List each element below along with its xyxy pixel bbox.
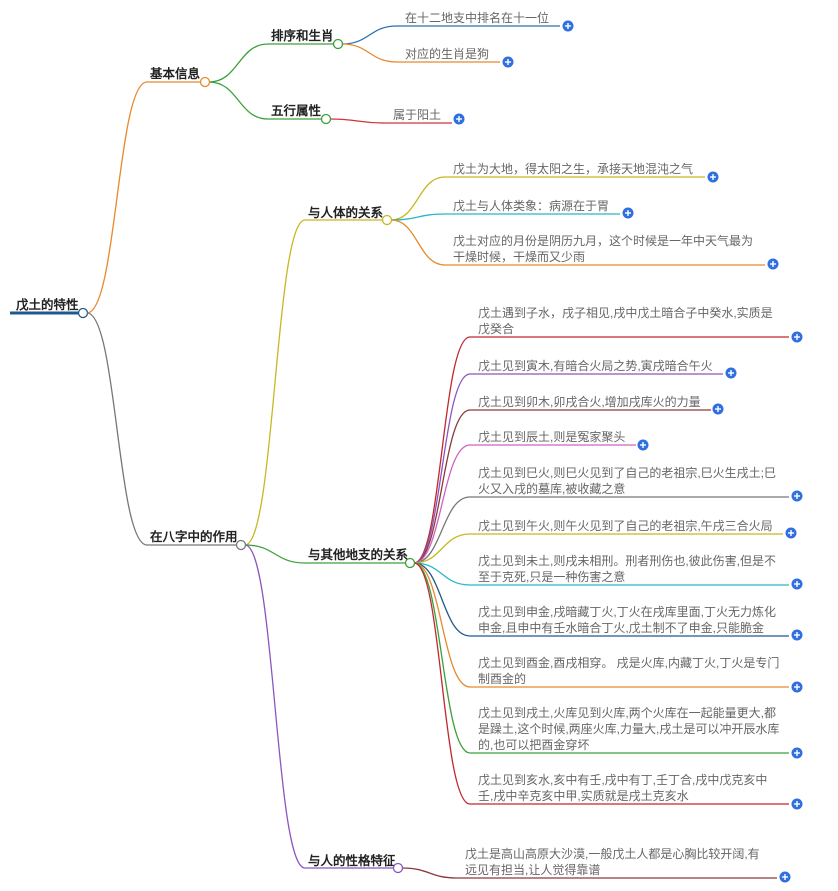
leaf-text-line: 戊土是高山高原大沙漠,一般戊土人都是心胸比较开阔,有 bbox=[465, 846, 760, 861]
expand-plus-icon[interactable] bbox=[791, 629, 803, 641]
leaf-text-line: 干燥时候，干燥而又少雨 bbox=[453, 250, 585, 264]
expand-plus-icon[interactable] bbox=[791, 747, 803, 759]
leaf-text-line: 戊土见到寅木,有暗合火局之势,寅戌暗合午火 bbox=[478, 358, 713, 373]
branch-topic-1: 基本信息 bbox=[149, 66, 201, 81]
leaf-connector bbox=[329, 118, 386, 124]
subtopic-2-3: 与人的性格特征 bbox=[308, 853, 396, 868]
expand-plus-icon[interactable] bbox=[791, 798, 803, 810]
leaf-text-line: 属于阳土 bbox=[393, 108, 441, 122]
subtopic-collapse-toggle[interactable] bbox=[381, 214, 393, 226]
expand-plus-icon[interactable] bbox=[453, 113, 465, 125]
leaf-text-line: 戊土见到戌土,火库见到火库,两个火库在一起能量更大,都 bbox=[478, 705, 776, 720]
leaf-connector bbox=[413, 409, 471, 564]
subtopic-connector bbox=[244, 544, 306, 564]
subtopic-collapse-toggle[interactable] bbox=[404, 557, 416, 569]
leaf-text-line: 的,也可以把酉金穿坏 bbox=[478, 737, 589, 752]
branch-collapse-toggle[interactable] bbox=[235, 539, 247, 551]
leaf-text-line: 制酉金的 bbox=[478, 671, 526, 686]
expand-plus-icon[interactable] bbox=[562, 20, 574, 32]
leaf-text-line: 戊土见到未土,则戌未相刑。刑者刑伤也,彼此伤害,但是不 bbox=[478, 553, 776, 568]
leaf-text-line: 是躁土,这个时候,两座火库,力量大,戌土是可以冲开辰水库 bbox=[478, 721, 779, 736]
subtopic-2-2: 与其他地支的关系 bbox=[308, 547, 409, 562]
subtopic-1-2: 五行属性 bbox=[271, 103, 322, 118]
leaf-connector bbox=[390, 219, 446, 266]
leaf-connector bbox=[413, 336, 471, 564]
leaf-text-line: 戊土见到申金,戌暗藏丁火,丁火在戌库里面,丁火无力炼化 bbox=[478, 604, 776, 619]
leaf-text-line: 远见有担当,让人觉得靠谱 bbox=[465, 862, 600, 877]
leaf-connector bbox=[341, 43, 398, 63]
root-collapse-toggle[interactable] bbox=[77, 307, 89, 319]
leaf-text-line: 戊土见到亥水,亥中有壬,戌中有丁,壬丁合,戌中戊克亥中 bbox=[478, 772, 767, 787]
expand-plus-icon[interactable] bbox=[707, 171, 719, 183]
leaf-text-line: 在十二地支中排名在十一位 bbox=[405, 10, 549, 25]
leaf-connector bbox=[413, 373, 471, 564]
branch-connector bbox=[86, 81, 148, 314]
leaf-text-line: 对应的生肖是狗 bbox=[405, 46, 489, 61]
expand-plus-icon[interactable] bbox=[779, 871, 791, 883]
expand-plus-icon[interactable] bbox=[622, 207, 634, 219]
subtopic-1-1: 排序和生肖 bbox=[271, 28, 334, 43]
leaf-text-line: 戊土为大地，得太阳之生，承接天地混沌之气 bbox=[453, 161, 693, 176]
subtopic-collapse-toggle[interactable] bbox=[332, 38, 344, 50]
expand-plus-icon[interactable] bbox=[785, 527, 797, 539]
leaf-text-line: 申金,且申中有壬水暗合丁火,戊土制不了申金,只能脆金 bbox=[478, 620, 764, 635]
leaf-connector bbox=[341, 25, 398, 45]
expand-plus-icon[interactable] bbox=[791, 578, 803, 590]
leaf-connector bbox=[413, 562, 471, 805]
subtopic-collapse-toggle[interactable] bbox=[320, 113, 332, 125]
expand-plus-icon[interactable] bbox=[767, 258, 779, 270]
expand-plus-icon[interactable] bbox=[791, 331, 803, 343]
expand-plus-icon[interactable] bbox=[502, 56, 514, 68]
leaf-connector bbox=[413, 533, 471, 564]
leaf-connector bbox=[413, 562, 471, 754]
subtopic-connector bbox=[244, 219, 306, 546]
subtopic-connector bbox=[208, 81, 269, 120]
expand-plus-icon[interactable] bbox=[725, 367, 737, 379]
leaf-text-line: 戊土见到卯木,卯戌合火,增加戌库火的力量 bbox=[478, 394, 701, 409]
expand-plus-icon[interactable] bbox=[791, 681, 803, 693]
leaf-connector bbox=[413, 496, 471, 564]
leaf-connector bbox=[413, 562, 471, 586]
leaf-text-line: 戊癸合 bbox=[478, 321, 514, 336]
subtopic-collapse-toggle[interactable] bbox=[392, 862, 404, 874]
subtopic-2-1: 与人体的关系 bbox=[308, 205, 384, 220]
subtopic-connector bbox=[244, 544, 306, 869]
expand-plus-icon[interactable] bbox=[791, 490, 803, 502]
leaf-text-line: 火又入戌的墓库,被收藏之意 bbox=[478, 481, 625, 496]
branch-collapse-toggle[interactable] bbox=[199, 76, 211, 88]
leaf-text-line: 戊土与人体类象：病源在于胃 bbox=[453, 198, 609, 213]
leaf-text-line: 戊土见到巳火,则巳火见到了自己的老祖宗,巳火生戌土;巳 bbox=[478, 465, 776, 480]
leaf-text-line: 戊土见到午火,则午火见到了自己的老祖宗,午戌三合火局 bbox=[478, 518, 773, 533]
leaf-connector bbox=[390, 176, 446, 221]
expand-plus-icon[interactable] bbox=[637, 439, 649, 451]
leaf-text-line: 戊土见到辰土,则是冤家聚头 bbox=[478, 429, 625, 444]
leaf-connector bbox=[413, 444, 471, 564]
leaf-text-line: 戊土遇到子水，戌子相见,戌中戊土暗合子中癸水,实质是 bbox=[478, 305, 773, 320]
leaf-text-line: 至于克死,只是一种伤害之意 bbox=[478, 569, 625, 584]
leaf-text-line: 戊土见到酉金,酉戌相穿。 戌是火库,内藏丁火,丁火是专门 bbox=[478, 655, 779, 670]
root-topic-title: 戊土的特性 bbox=[15, 297, 79, 312]
leaf-connector bbox=[413, 562, 471, 637]
leaf-connector bbox=[390, 213, 446, 221]
leaf-connector bbox=[401, 867, 458, 879]
branch-connector bbox=[86, 312, 148, 546]
leaf-connector bbox=[413, 562, 471, 688]
leaf-text-line: 戊土对应的月份是阴历九月，这个时候是一年中天气最为 bbox=[453, 233, 753, 248]
leaf-text-line: 壬,戌中辛克亥中甲,实质就是戌土克亥水 bbox=[478, 788, 689, 803]
expand-plus-icon[interactable] bbox=[712, 403, 724, 415]
branch-topic-2: 在八字中的作用 bbox=[150, 529, 238, 544]
subtopic-connector bbox=[208, 43, 269, 83]
